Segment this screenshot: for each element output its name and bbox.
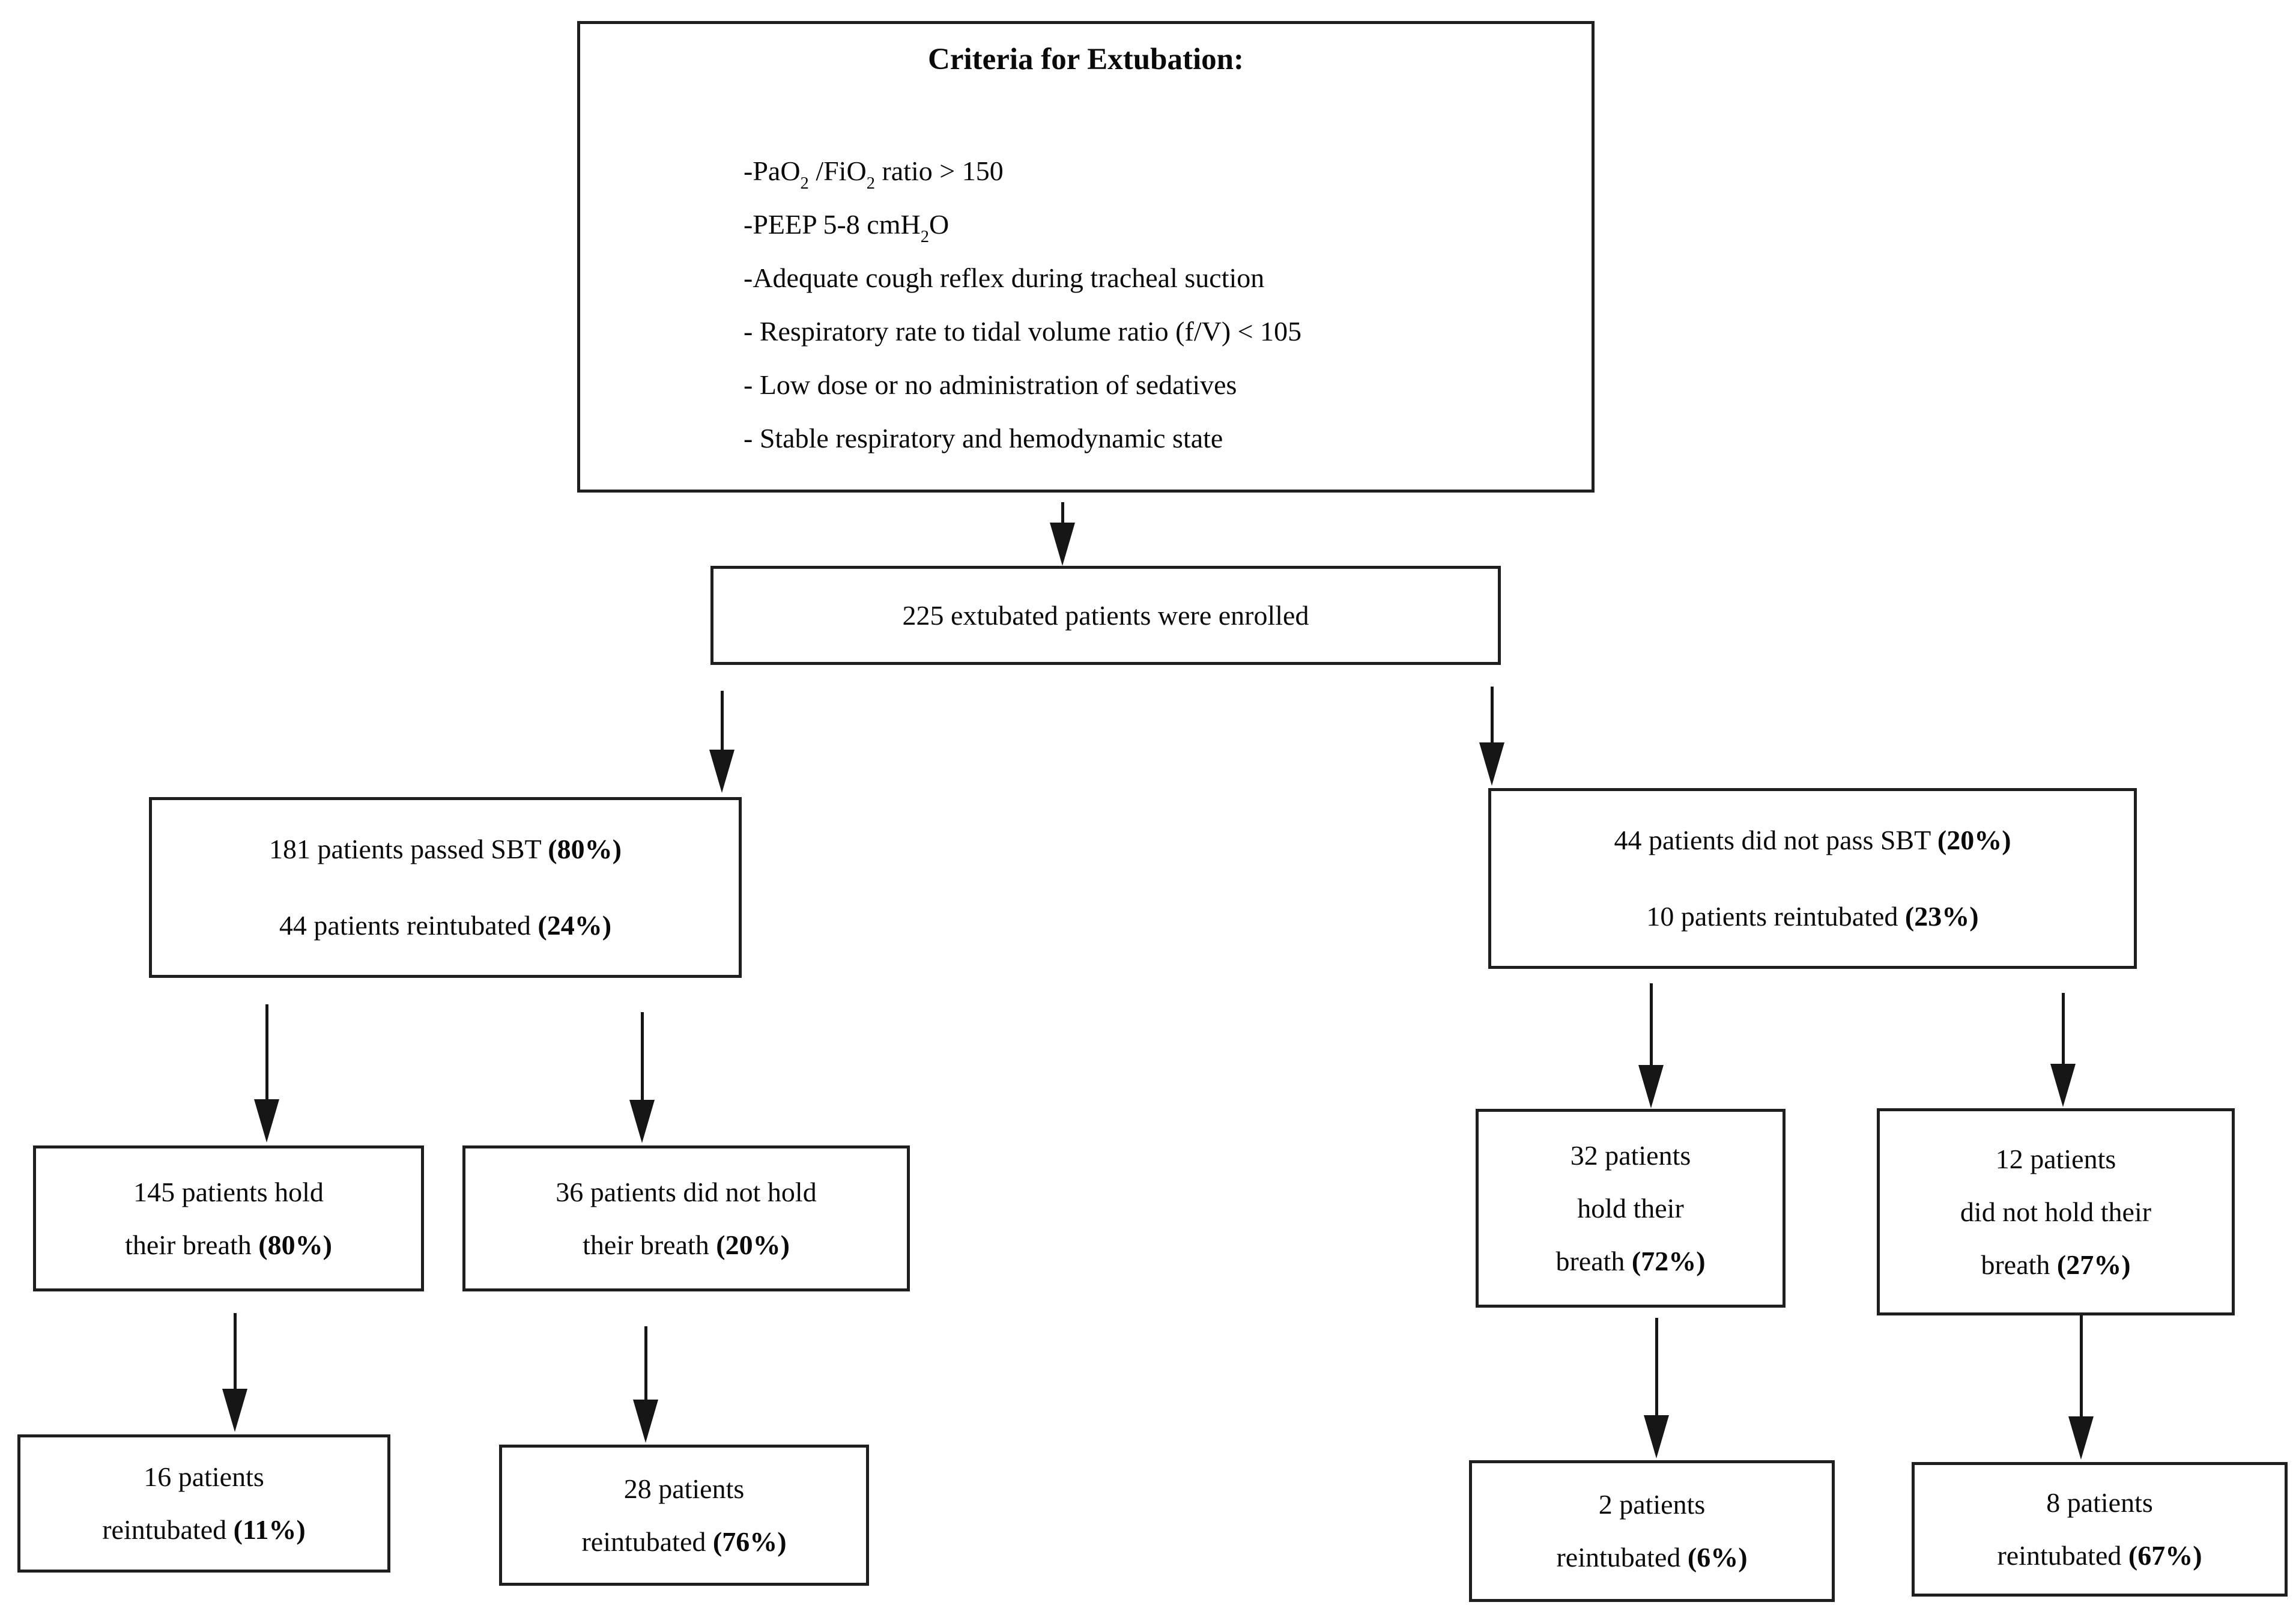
criteria-item: - Low dose or no administration of sedat… [744, 369, 1237, 400]
hold-breath-passed-line2: their breath (80%) [125, 1229, 332, 1260]
reintubated-no-hold-passed-line2: reintubated (76%) [581, 1526, 787, 1557]
reintubated-hold-passed-line2: reintubated (11%) [102, 1514, 306, 1545]
criteria-title: Criteria for Extubation: [928, 43, 1244, 76]
arrow-enrolled-to-failed [1478, 687, 1506, 786]
criteria-item: - Stable respiratory and hemodynamic sta… [744, 423, 1223, 454]
criteria-box: Criteria for Extubation: -PaO2 /FiO2 rat… [577, 21, 1595, 493]
arrow-no-hold-failed-to-reintubated [2067, 1315, 2095, 1460]
no-hold-breath-failed-line2: did not hold their [1960, 1196, 2152, 1227]
arrow-failed-to-hold [1637, 983, 1665, 1108]
failed-sbt-box: 44 patients did not pass SBT (20%) 10 pa… [1488, 788, 2137, 969]
arrow-hold-failed-to-reintubated [1643, 1318, 1670, 1458]
arrow-criteria-to-enrolled [1049, 502, 1076, 566]
criteria-item: -PEEP 5-8 cmH2O [744, 209, 950, 247]
no-hold-breath-passed-line1: 36 patients did not hold [556, 1176, 817, 1207]
reintubated-no-hold-failed-line2: reintubated (67%) [1997, 1540, 2202, 1571]
arrow-no-hold-passed-to-reintubated [632, 1326, 659, 1443]
reintubated-no-hold-failed-line1: 8 patients [2046, 1487, 2153, 1518]
reintubated-hold-failed-line1: 2 patients [1598, 1489, 1706, 1520]
reintubated-hold-passed-box: 16 patients reintubated (11%) [17, 1434, 390, 1573]
hold-breath-failed-box: 32 patients hold their breath (72%) [1476, 1109, 1786, 1308]
failed-sbt-reintubated-line: 10 patients reintubated (23%) [1646, 900, 1979, 932]
criteria-item: -PaO2 /FiO2 ratio > 150 [744, 156, 1004, 193]
reintubated-hold-failed-line2: reintubated (6%) [1556, 1542, 1748, 1573]
hold-breath-passed-line1: 145 patients hold [133, 1176, 324, 1207]
enrolled-box: 225 extubated patients were enrolled [710, 566, 1501, 665]
passed-sbt-line: 181 patients passed SBT (80%) [269, 834, 622, 865]
hold-breath-failed-line1: 32 patients [1570, 1139, 1691, 1171]
hold-breath-failed-line3: breath (72%) [1555, 1245, 1706, 1276]
passed-sbt-reintubated-line: 44 patients reintubated (24%) [279, 909, 612, 941]
no-hold-breath-failed-line1: 12 patients [1995, 1143, 2116, 1174]
hold-breath-failed-line2: hold their [1577, 1192, 1684, 1224]
criteria-list: -PaO2 /FiO2 ratio > 150 -PEEP 5-8 cmH2O … [744, 144, 1592, 465]
passed-sbt-box: 181 patients passed SBT (80%) 44 patient… [149, 797, 742, 978]
no-hold-breath-passed-line2: their breath (20%) [583, 1229, 790, 1260]
reintubated-no-hold-failed-box: 8 patients reintubated (67%) [1912, 1462, 2288, 1597]
failed-sbt-line: 44 patients did not pass SBT (20%) [1614, 825, 2011, 856]
reintubated-no-hold-passed-box: 28 patients reintubated (76%) [499, 1445, 869, 1586]
arrow-passed-to-hold [253, 1004, 280, 1142]
reintubated-hold-failed-box: 2 patients reintubated (6%) [1469, 1460, 1835, 1602]
reintubated-no-hold-passed-line1: 28 patients [623, 1473, 745, 1504]
hold-breath-passed-box: 145 patients hold their breath (80%) [33, 1145, 424, 1291]
criteria-item: - Respiratory rate to tidal volume ratio… [744, 316, 1302, 347]
arrow-enrolled-to-passed [708, 691, 736, 793]
no-hold-breath-passed-box: 36 patients did not hold their breath (2… [462, 1145, 910, 1291]
no-hold-breath-failed-box: 12 patients did not hold their breath (2… [1877, 1108, 2235, 1315]
enrolled-text: 225 extubated patients were enrolled [902, 599, 1309, 631]
arrow-failed-to-no-hold [2049, 993, 2077, 1107]
no-hold-breath-failed-line3: breath (27%) [1981, 1249, 2131, 1280]
arrow-passed-to-no-hold [628, 1012, 656, 1143]
reintubated-hold-passed-line1: 16 patients [144, 1461, 264, 1492]
arrow-hold-passed-to-reintubated [221, 1313, 249, 1432]
criteria-item: -Adequate cough reflex during tracheal s… [744, 262, 1265, 293]
